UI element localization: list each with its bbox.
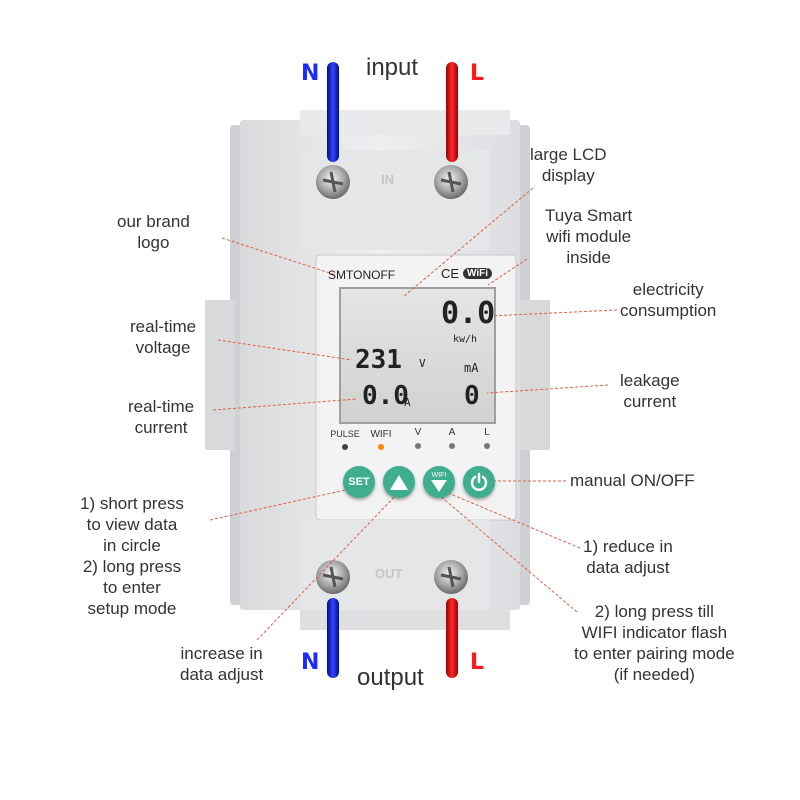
callout-voltage: real-time voltage [130,316,196,358]
input-label: input [366,54,419,81]
lcd-voltage-value: 231 [355,345,402,375]
lcd-current-unit: A [404,396,411,409]
body-in-marking: IN [381,172,394,187]
callout-leakage-line-2: current [623,392,677,411]
callout-consumption-line-1: electricity [632,280,704,299]
power-button[interactable] [463,466,495,498]
callout-current: real-time current [128,396,194,438]
callout-voltage-line-1: real-time [130,317,197,336]
output-label: output [357,664,424,691]
input-live-letter: L [470,61,485,86]
indicator-led-wifi [378,444,384,450]
callout-consumption-line-2: consumption [620,301,717,320]
terminal-screws [316,165,468,594]
callout-onoff: manual ON/OFF [570,470,695,491]
brand-logo: SMTONOFF [328,268,396,282]
indicator-led-v [415,443,421,449]
indicator-led-a [449,443,455,449]
callout-set-line-4: 2) long press [82,557,182,576]
callout-set: 1) short press to view data in circle 2)… [80,493,184,619]
lcd-leakage-value: 0 [464,381,480,411]
callout-set-line-6: setup mode [87,599,177,618]
callout-set-line-1: 1) short press [80,494,184,513]
triangle-up-icon [390,474,408,490]
callout-current-line-2: current [134,418,188,437]
callout-module-line-2: wifi module [546,227,632,246]
output-live-letter: L [470,650,485,675]
callout-module-line-3: inside [566,248,611,267]
callout-logo: our brand logo [117,211,190,253]
callout-module-line-1: Tuya Smart [545,206,633,225]
indicator-led-l [484,443,490,449]
callout-consumption: electricity consumption [620,279,716,321]
callout-logo-line-2: logo [137,233,170,252]
callout-reduce: 1) reduce in data adjust [583,536,673,578]
wifi-mark: WiFi [463,268,493,279]
callout-leakage: leakage current [620,370,680,412]
wires [327,62,458,678]
power-icon [470,472,488,491]
body-out-marking: OUT [375,566,403,581]
callout-logo-line-1: our brand [117,212,190,231]
ce-mark: CE [441,266,460,281]
callout-lcd-line-1: large LCD [530,145,607,164]
indicator-label-pulse: PULSE [330,429,360,439]
callout-lcd: large LCD display [530,144,607,186]
down-wifi-button[interactable]: WIFI [423,466,455,498]
callout-pairing-line-1: 2) long press till [594,602,714,621]
triangle-down-icon [431,480,447,492]
callout-leakage-line-1: leakage [620,371,680,390]
callout-reduce-line-1: 1) reduce in [583,537,673,556]
callout-increase-line-2: data adjust [180,665,264,684]
up-button[interactable] [383,466,415,498]
callout-set-line-3: in circle [103,536,161,555]
callout-onoff-line-1: manual ON/OFF [570,471,695,490]
callout-module: Tuya Smart wifi module inside [545,205,632,268]
callout-set-line-5: to enter [103,578,161,597]
indicator-label-wifi: WIFI [370,429,392,440]
callout-set-line-2: to view data [86,515,178,534]
callout-pairing-line-2: WIFI indicator flash [581,623,728,642]
lcd-panel [339,287,496,424]
callout-current-line-1: real-time [128,397,195,416]
lcd-voltage-unit: V [419,357,426,370]
lcd-current-value: 0.0 [362,381,409,411]
callout-increase: increase in data adjust [180,643,263,685]
callout-lcd-line-2: display [541,166,595,185]
callout-pairing-line-3: to enter pairing mode [574,644,735,663]
lcd-leakage-unit: mA [464,361,479,375]
set-button[interactable]: SET [343,466,375,498]
indicator-led-pulse [342,444,348,450]
output-neutral-letter: N [301,650,320,675]
indicator-label-a: A [448,427,456,438]
callout-lines [209,187,618,641]
callout-increase-line-1: increase in [180,644,263,663]
callout-pairing: 2) long press till WIFI indicator flash … [574,601,735,685]
down-wifi-button-label: WIFI [431,472,447,479]
input-neutral-letter: N [301,61,320,86]
indicator-label-l: L [484,427,490,438]
callout-pairing-line-4: (if needed) [613,665,695,684]
indicator-label-v: V [414,427,422,438]
callout-reduce-line-2: data adjust [586,558,670,577]
lcd-energy-value: 0.0 [441,296,496,331]
lcd-energy-unit: kw/h [453,334,478,345]
callout-voltage-line-2: voltage [135,338,191,357]
